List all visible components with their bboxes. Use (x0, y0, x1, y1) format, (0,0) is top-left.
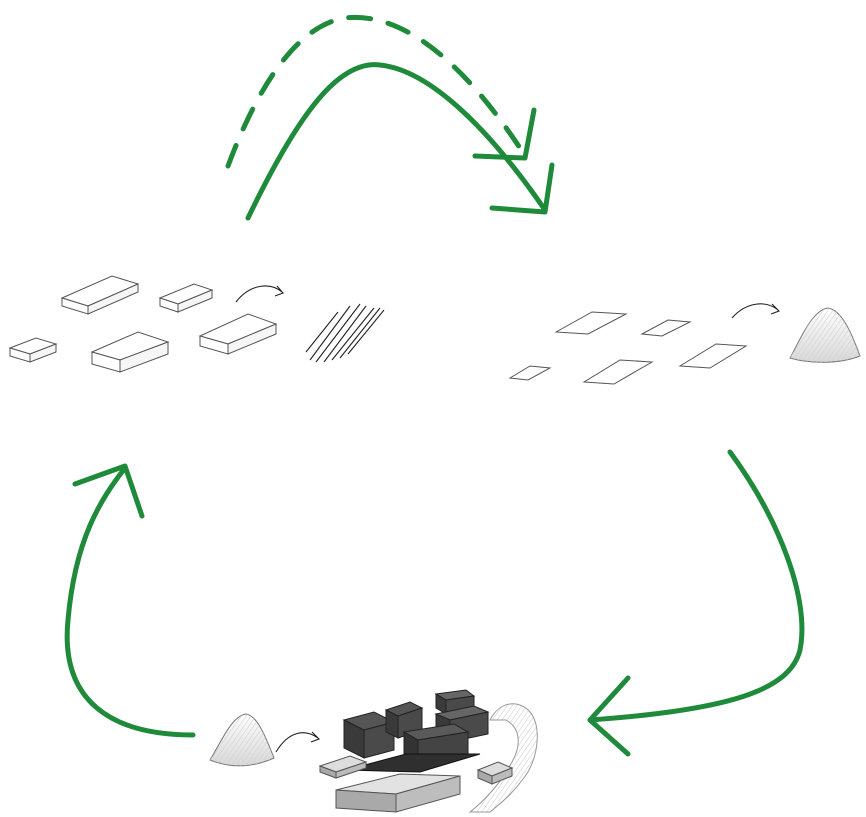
hill-hatch (790, 308, 860, 363)
plot-2 (640, 319, 692, 337)
block-3 (8, 337, 58, 363)
3d-blocks-cluster (8, 275, 385, 373)
hill-hatch-bottom (210, 714, 274, 766)
solid-arc-arrowhead (489, 162, 555, 215)
light-building-3 (476, 761, 514, 785)
river-hatch (468, 703, 538, 813)
plot-4 (582, 359, 654, 385)
top-arc-arrows (225, 14, 555, 221)
dark-plaza (345, 753, 481, 773)
small-arrow-icon (235, 285, 284, 303)
light-building-1 (318, 755, 368, 779)
block-5 (198, 313, 278, 355)
dark-building-1 (342, 711, 396, 759)
small-arrow-icon-bottom (275, 731, 320, 753)
block-1 (60, 275, 140, 315)
block-4 (90, 331, 170, 373)
plot-3 (508, 365, 552, 381)
light-building-2 (335, 773, 461, 813)
small-arrow-icon-right (731, 303, 780, 319)
solid-arc-arrow (245, 62, 548, 221)
left-curved-arrow (64, 465, 196, 738)
city-model-cluster (209, 689, 538, 813)
hatch-lines-icon (305, 303, 385, 363)
plot-5 (678, 343, 748, 369)
block-2 (158, 283, 214, 313)
right-curved-arrow (587, 449, 805, 723)
plot-1 (554, 311, 628, 335)
dashed-arc-arrowhead (472, 107, 537, 161)
dashed-arc-arrow (225, 14, 523, 169)
right-arrowhead (587, 675, 631, 757)
left-arrowhead (72, 463, 145, 519)
flat-plots-cluster (508, 303, 861, 385)
